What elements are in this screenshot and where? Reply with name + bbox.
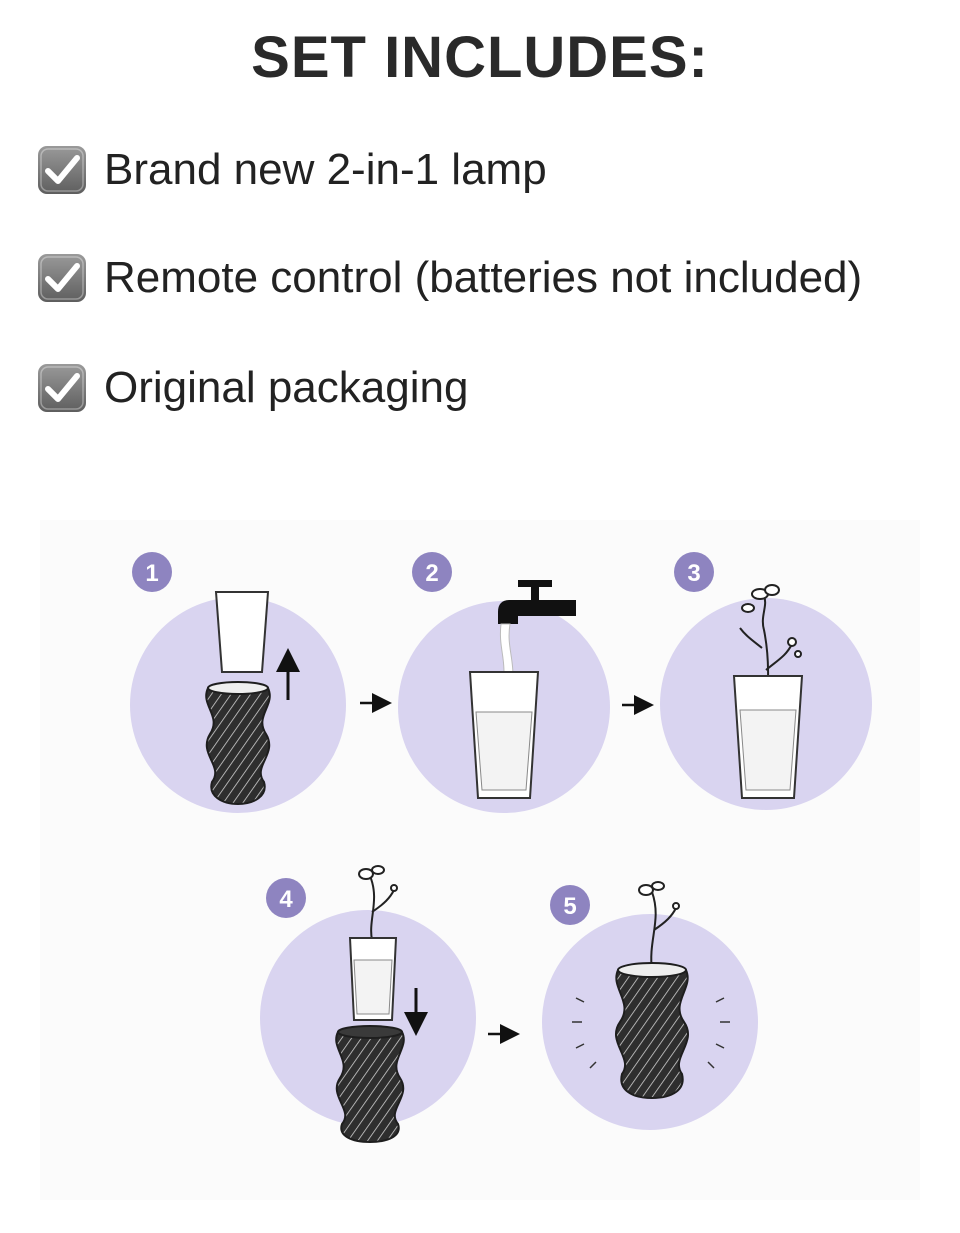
flower-icon [638,881,680,971]
step-number: 1 [145,560,158,587]
step-badge: 1 [132,552,172,592]
step-1 [130,591,346,813]
faucet-icon [498,580,576,624]
item-label: Remote control (batteries not included) [104,253,863,302]
step-number: 3 [687,560,700,587]
step-number: 4 [279,886,293,913]
checkbox-checked-icon [38,254,86,302]
step-badge: 4 [266,878,306,918]
step-5 [542,881,758,1130]
list-item: Brand new 2-in-1 lamp [36,140,547,200]
vase-icon [205,681,271,806]
step-4 [260,865,476,1144]
glow-lines [572,997,730,1069]
list-item: Remote control (batteries not included) [36,248,862,308]
assembly-instructions: 1 2 3 4 5 [40,520,920,1200]
checkbox-checked-icon [38,364,86,412]
step-badge: 5 [550,885,590,925]
flower-icon [358,865,398,941]
step-badge: 2 [412,552,452,592]
list-item: Original packaging [36,358,468,418]
step-number: 5 [563,893,576,920]
vase-icon [614,962,690,1100]
glass-icon [732,675,804,799]
instructions-illustration: 1 2 3 4 5 [130,552,872,1144]
step-3 [660,584,872,810]
step-2 [398,580,610,813]
checkbox-checked-icon [38,146,86,194]
glass-icon [348,937,398,1021]
vase-icon [335,1025,405,1144]
step-number: 2 [425,560,438,587]
page-title: SET INCLUDES: [251,25,709,90]
step-badge: 3 [674,552,714,592]
item-label: Original packaging [104,363,469,412]
glass-icon [214,591,270,673]
item-label: Brand new 2-in-1 lamp [104,145,547,194]
glass-icon [468,671,540,799]
